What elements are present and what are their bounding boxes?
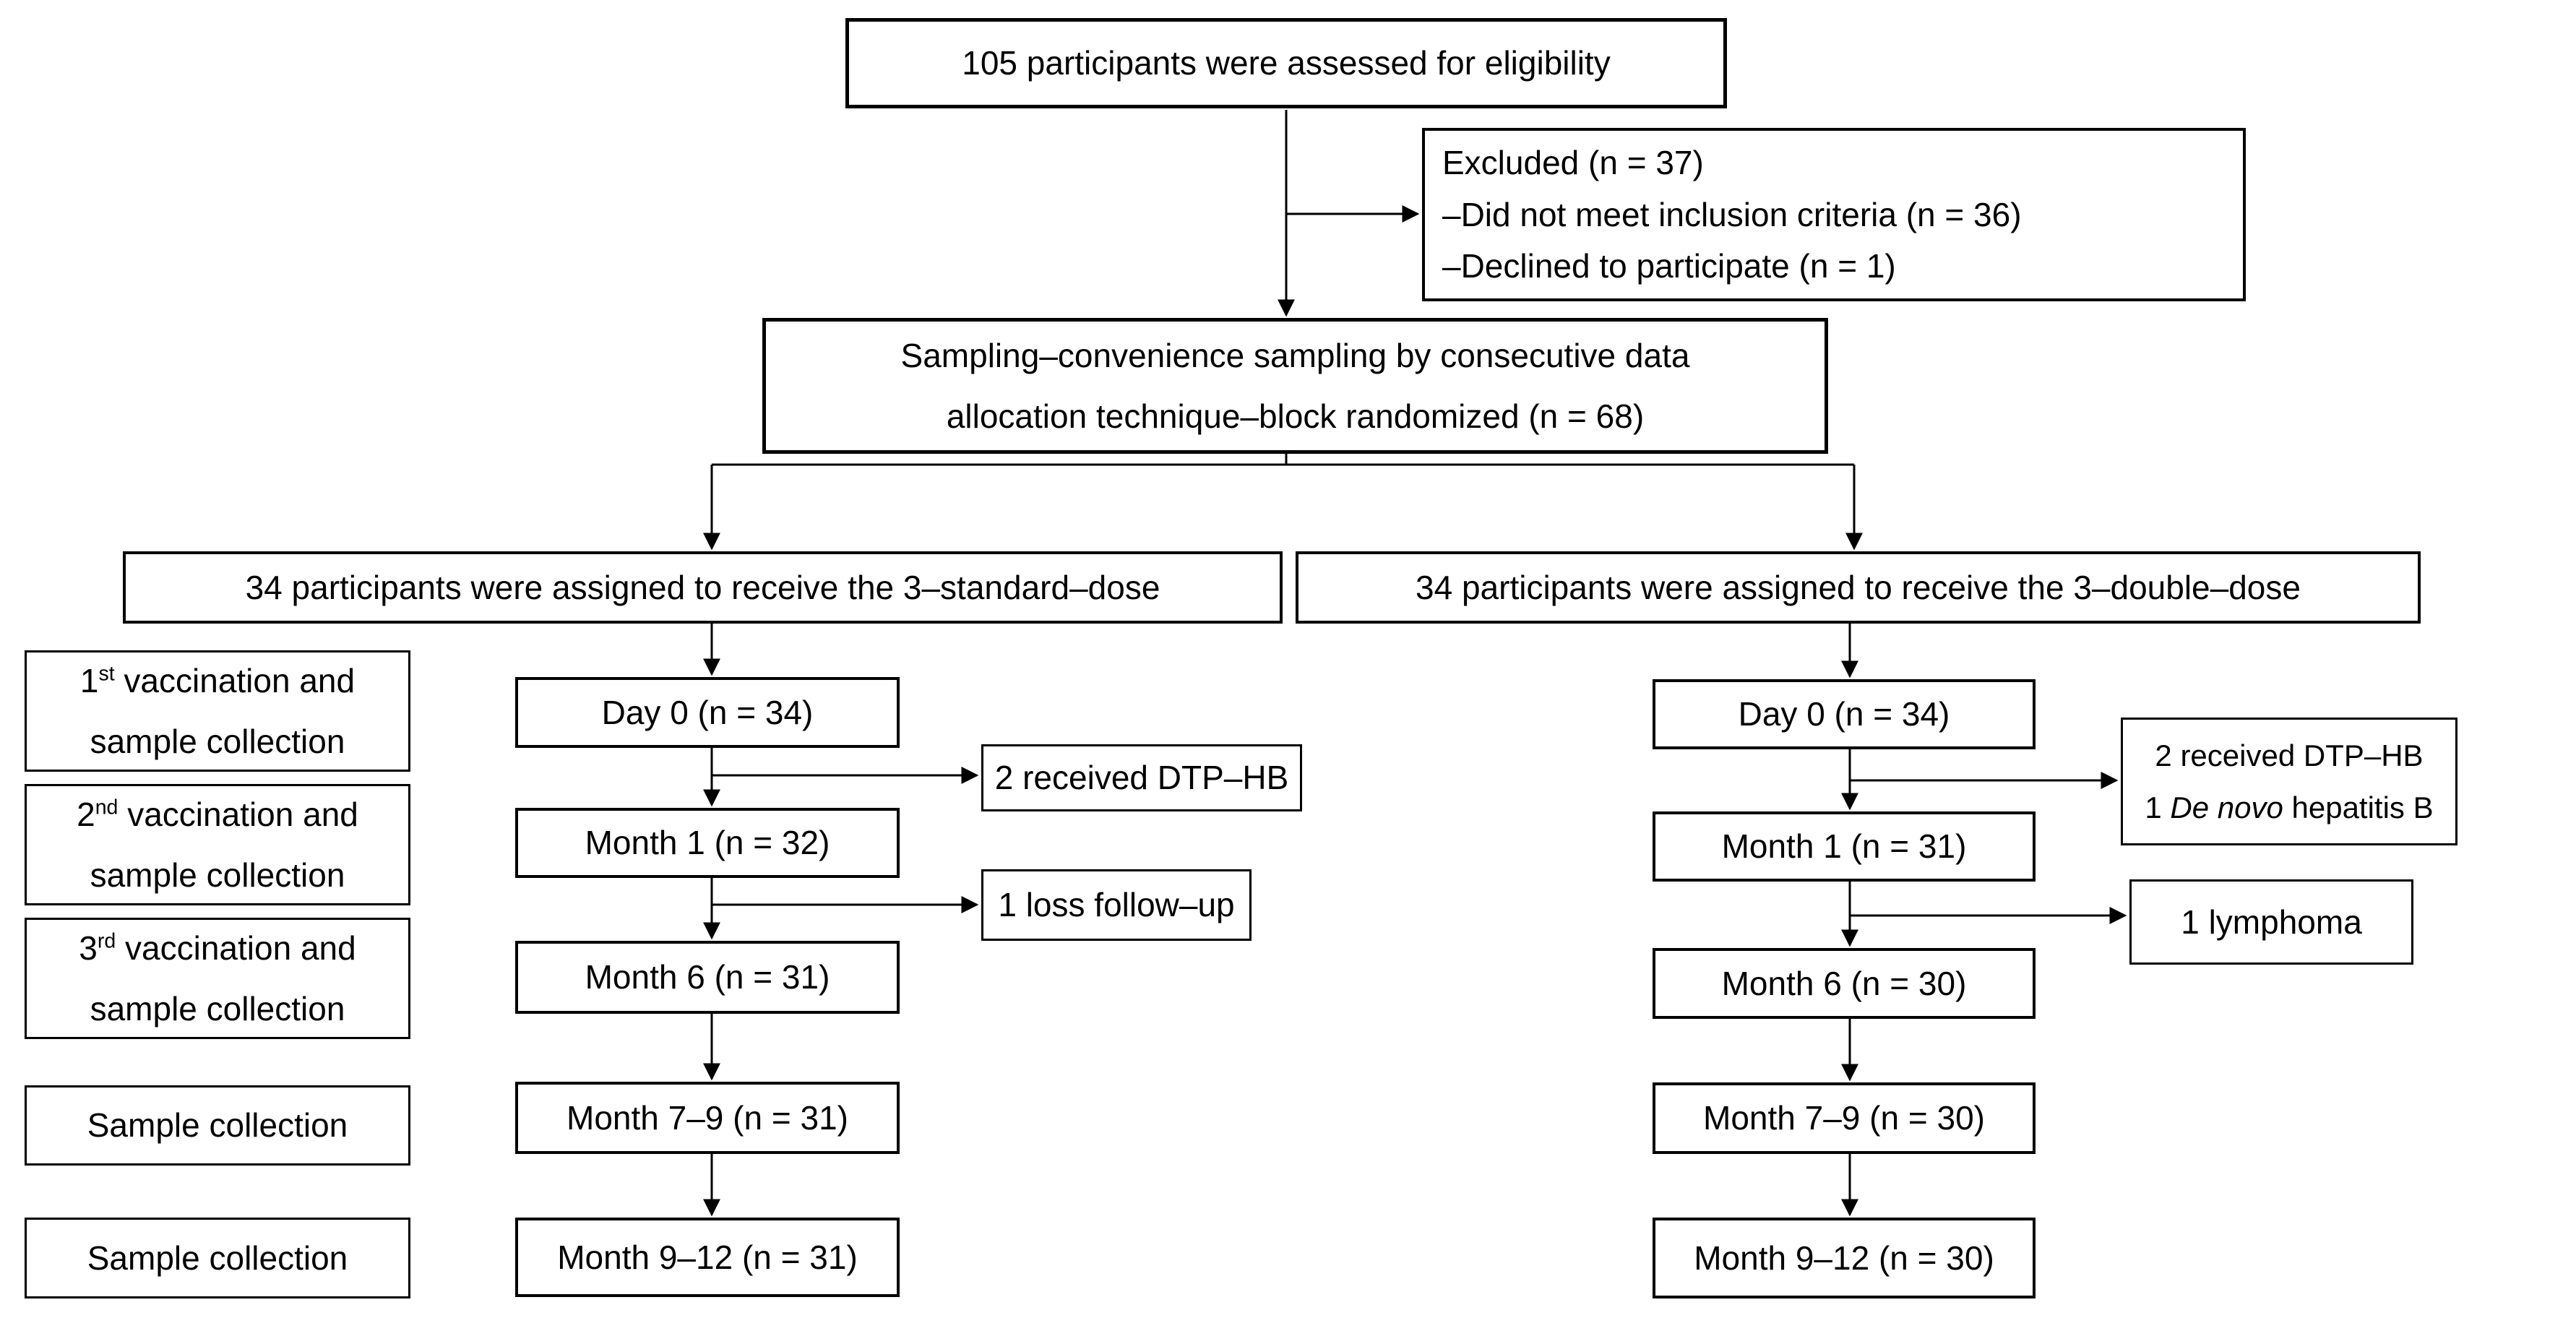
stage-label-line2: sample collection <box>90 856 345 894</box>
excluded-title: Excluded (n = 37) <box>1442 144 1704 182</box>
double-month1-label: Month 1 (n = 31) <box>1721 827 1967 866</box>
randomization-line2: allocation technique–block randomized (n… <box>946 397 1645 435</box>
excluded-reason-inclusion: –Did not meet inclusion criteria (n = 36… <box>1442 195 2022 233</box>
double-month6-box: Month 6 (n = 30) <box>1653 948 2036 1019</box>
standard-dose-assigned-label: 34 participants were assigned to receive… <box>245 568 1160 606</box>
stage-label-line1: Sample collection <box>87 1239 348 1277</box>
stage-label-line2: sample collection <box>90 990 345 1028</box>
standard-month9-12-label: Month 9–12 (n = 31) <box>557 1238 858 1276</box>
stage-label-sample-collection-1: Sample collection <box>25 1085 410 1166</box>
standard-month6-box: Month 6 (n = 31) <box>515 941 900 1014</box>
excluded-reason-declined: –Declined to participate (n = 1) <box>1442 247 1896 285</box>
standard-loss-followup-box: 1 loss follow–up <box>981 869 1252 941</box>
randomization-box: Sampling–convenience sampling by consecu… <box>762 318 1828 454</box>
standard-dtp-hb-box: 2 received DTP–HB <box>981 744 1302 811</box>
ordinal-suffix: rd <box>97 929 116 953</box>
standard-month7-9-box: Month 7–9 (n = 31) <box>515 1082 900 1154</box>
double-dtp-hb-label: 2 received DTP–HB <box>2155 738 2424 772</box>
double-month1-box: Month 1 (n = 31) <box>1653 811 2036 882</box>
double-lymphoma-box: 1 lymphoma <box>2129 879 2413 965</box>
stage-label-first-vaccination: 1st vaccination and sample collection <box>25 650 410 772</box>
double-month7-9-label: Month 7–9 (n = 30) <box>1703 1099 1985 1137</box>
stage-label-sample-collection-2: Sample collection <box>25 1218 410 1298</box>
ordinal-suffix: nd <box>95 796 119 819</box>
standard-dtp-hb-label: 2 received DTP–HB <box>994 759 1289 797</box>
double-dose-assigned-label: 34 participants were assigned to receive… <box>1416 568 2301 606</box>
assessed-eligibility-box: 105 participants were assessed for eligi… <box>845 18 1727 108</box>
double-month6-label: Month 6 (n = 30) <box>1721 964 1967 1002</box>
standard-day0-label: Day 0 (n = 34) <box>601 693 814 731</box>
standard-day0-box: Day 0 (n = 34) <box>515 677 900 748</box>
double-lymphoma-label: 1 lymphoma <box>2181 903 2362 941</box>
standard-loss-followup-label: 1 loss follow–up <box>998 886 1235 924</box>
stage-label-line1: 1st vaccination and <box>79 661 356 699</box>
double-dtp-hb-denovo-box: 2 received DTP–HB 1 De novo hepatitis B <box>2121 718 2457 845</box>
stage-label-line1: 3rd vaccination and <box>79 929 356 967</box>
stage-label-line1: Sample collection <box>87 1106 348 1145</box>
standard-month6-label: Month 6 (n = 31) <box>585 958 830 996</box>
double-denovo-label: 1 De novo hepatitis B <box>2145 790 2434 824</box>
double-month9-12-box: Month 9–12 (n = 30) <box>1653 1218 2036 1298</box>
randomization-line1: Sampling–convenience sampling by consecu… <box>900 336 1690 374</box>
standard-month1-box: Month 1 (n = 32) <box>515 808 900 878</box>
standard-month9-12-box: Month 9–12 (n = 31) <box>515 1218 900 1297</box>
excluded-box: Excluded (n = 37) –Did not meet inclusio… <box>1422 128 2246 301</box>
double-day0-label: Day 0 (n = 34) <box>1738 695 1950 733</box>
ordinal-suffix: st <box>98 662 115 686</box>
denovo-italic-text: De novo <box>2170 790 2283 824</box>
stage-label-third-vaccination: 3rd vaccination and sample collection <box>25 918 410 1039</box>
double-month9-12-label: Month 9–12 (n = 30) <box>1694 1239 1994 1277</box>
standard-dose-assigned-box: 34 participants were assigned to receive… <box>123 551 1283 624</box>
double-month7-9-box: Month 7–9 (n = 30) <box>1653 1082 2036 1154</box>
double-day0-box: Day 0 (n = 34) <box>1653 679 2036 749</box>
standard-month1-label: Month 1 (n = 32) <box>585 824 830 862</box>
stage-label-line2: sample collection <box>90 723 345 760</box>
stage-label-second-vaccination: 2nd vaccination and sample collection <box>25 784 410 905</box>
assessed-eligibility-label: 105 participants were assessed for eligi… <box>962 44 1611 82</box>
stage-label-line1: 2nd vaccination and <box>77 795 358 833</box>
double-dose-assigned-box: 34 participants were assigned to receive… <box>1296 551 2421 624</box>
standard-month7-9-label: Month 7–9 (n = 31) <box>567 1098 848 1137</box>
